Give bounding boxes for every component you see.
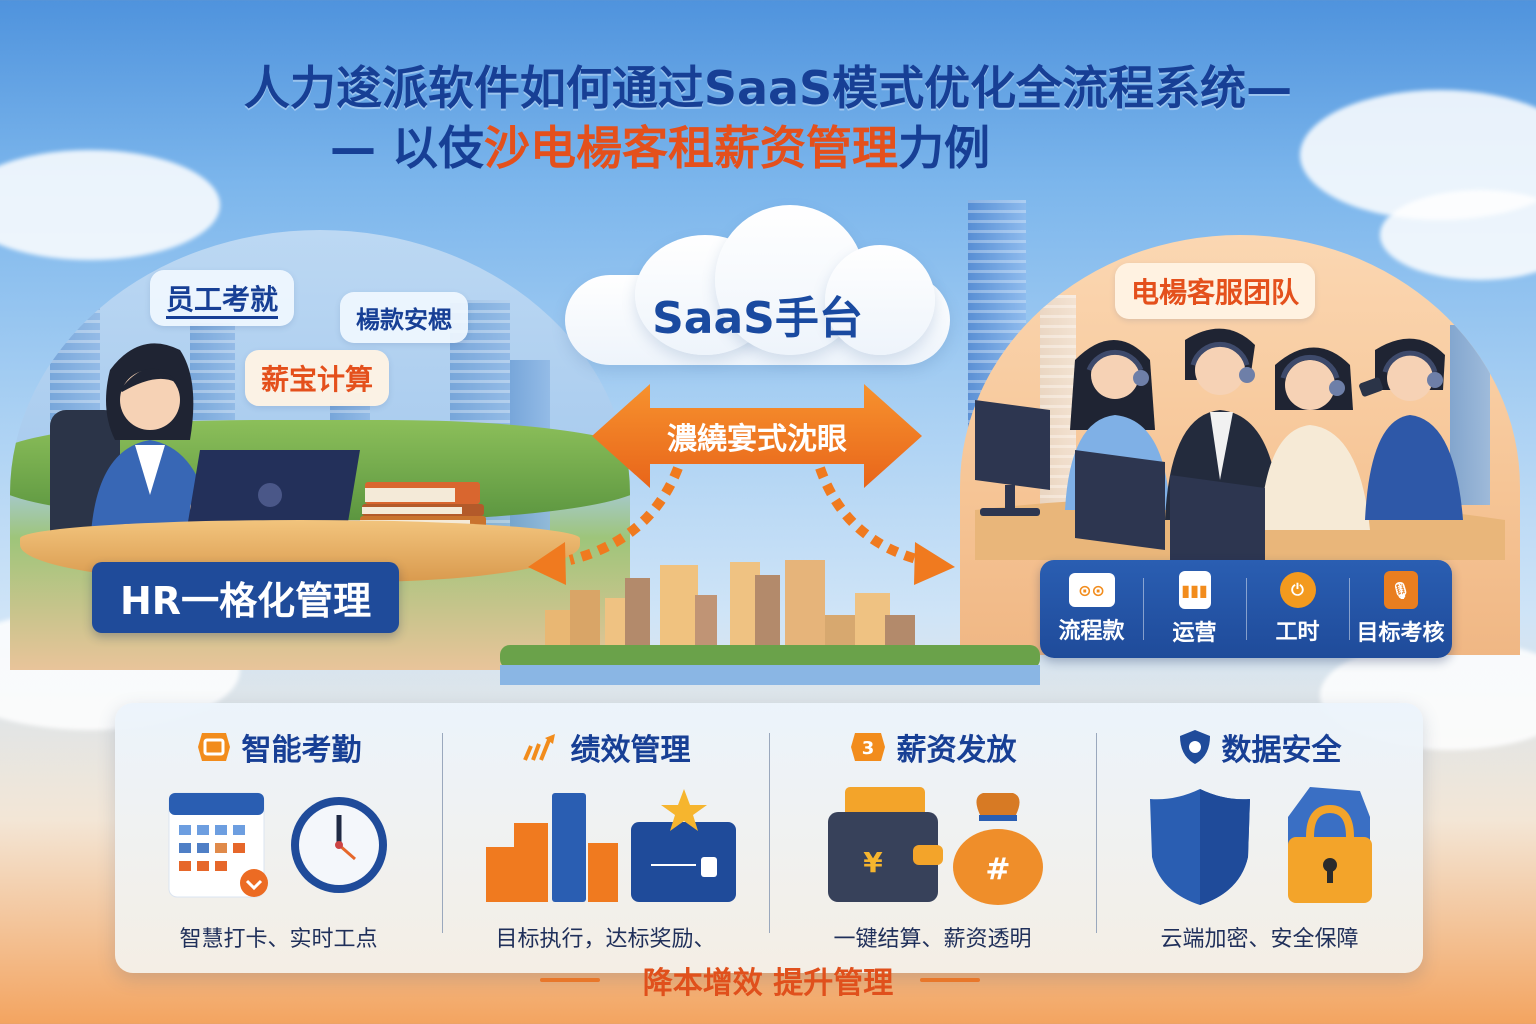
feature-label: 流程款 — [1058, 619, 1125, 644]
saas-platform-label: SaaS手台 — [652, 293, 863, 344]
footer-divider-left — [540, 978, 600, 982]
tag-salary-calc: 薪宝计算 — [245, 350, 390, 406]
feature-operations[interactable]: ▮▮▮ 运营 — [1143, 560, 1246, 658]
svg-text:¥: ¥ — [863, 846, 883, 879]
card-smart-attendance[interactable]: 智能考勤 智慧打卡、实时工点 — [115, 703, 442, 973]
camera-icon: ⊙⊙ — [1068, 573, 1115, 607]
subtitle-suffix: 力例 — [898, 121, 991, 175]
arrow-label: 濃繞宴式沈眼 — [667, 422, 847, 457]
cloud-decoration — [1380, 190, 1536, 280]
subtitle-highlight: 沙电楊客租薪资管理 — [484, 121, 899, 175]
feature-label: 目标考核 — [1356, 621, 1445, 646]
subtitle-prefix: — 以伎 — [330, 121, 485, 175]
hr-caption: HR一格化管理 — [92, 562, 400, 633]
card-desc: 云端加密、安全保障 — [1160, 927, 1359, 952]
tag-customer-service-team: 电楊客服团队 — [1115, 263, 1316, 319]
feature-process[interactable]: ⊙⊙ 流程款 — [1040, 560, 1143, 658]
city-skyline-icon — [545, 560, 915, 655]
svg-text:3: 3 — [861, 738, 874, 759]
double-arrow-icon — [592, 384, 922, 488]
footer-divider-right — [920, 978, 980, 982]
feature-label: 工时 — [1275, 620, 1320, 645]
feature-bar: ⊙⊙ 流程款 ▮▮▮ 运营 ⏻ 工时 🎙 目标考核 — [1040, 560, 1452, 658]
card-desc: 一键结算、薪资透明 — [833, 927, 1032, 952]
card-data-security[interactable]: 数据安全 云端加密、安全保障 — [1096, 703, 1423, 973]
card-performance-management[interactable]: 绩效管理 目标执行，达标奖励、 — [442, 703, 769, 973]
card-title: 智能考勤 — [241, 733, 362, 768]
growth-arrow-icon — [522, 734, 555, 761]
card-desc: 目标执行，达标奖励、 — [495, 927, 716, 952]
microphone-icon: 🎙 — [1383, 571, 1418, 609]
bar-chart-folder-illustration — [476, 787, 736, 907]
features-panel: 智能考勤 智慧打卡、实时工点 绩效管理 — [115, 703, 1423, 973]
feature-kpi[interactable]: 🎙 目标考核 — [1349, 560, 1452, 658]
shield-icon — [1179, 730, 1210, 764]
flow-arrows — [500, 466, 1040, 685]
bar-chart-icon: ▮▮▮ — [1178, 571, 1211, 609]
subtitle: — 以伎沙电楊客租薪资管理力例 — [330, 112, 990, 178]
card-title: 数据安全 — [1221, 733, 1342, 768]
salary-badge-icon: 3 — [850, 733, 885, 761]
tag-employee-attendance: 员工考就 — [150, 270, 295, 326]
feature-worktime[interactable]: ⏻ 工时 — [1246, 560, 1349, 658]
card-salary-payment[interactable]: 3 薪资发放 ¥ # 一键结算、薪资透明 — [769, 703, 1096, 973]
feature-label: 运营 — [1172, 621, 1217, 646]
call-center-team-illustration — [975, 328, 1505, 560]
footer-slogan: 降本增效 提升管理 — [642, 966, 894, 1001]
card-title: 绩效管理 — [570, 733, 691, 768]
card-desc: 智慧打卡、实时工点 — [179, 927, 378, 952]
wallet-moneybag-illustration: ¥ # — [803, 787, 1063, 907]
building — [1450, 325, 1490, 505]
cloud-decoration — [0, 150, 220, 260]
tag-account-management: 楊款安楒 — [340, 292, 468, 343]
card-title: 薪资发放 — [896, 733, 1017, 768]
power-icon: ⏻ — [1279, 572, 1316, 608]
calendar-clock-illustration — [149, 787, 409, 907]
svg-text:#: # — [985, 852, 1010, 887]
saas-platform-cloud — [565, 205, 950, 365]
shield-lock-illustration — [1130, 787, 1390, 907]
main-title: 人力逡派软件如何通过SaaS模式优化全流程系统— — [243, 61, 1293, 115]
clock-badge-icon — [197, 733, 230, 761]
